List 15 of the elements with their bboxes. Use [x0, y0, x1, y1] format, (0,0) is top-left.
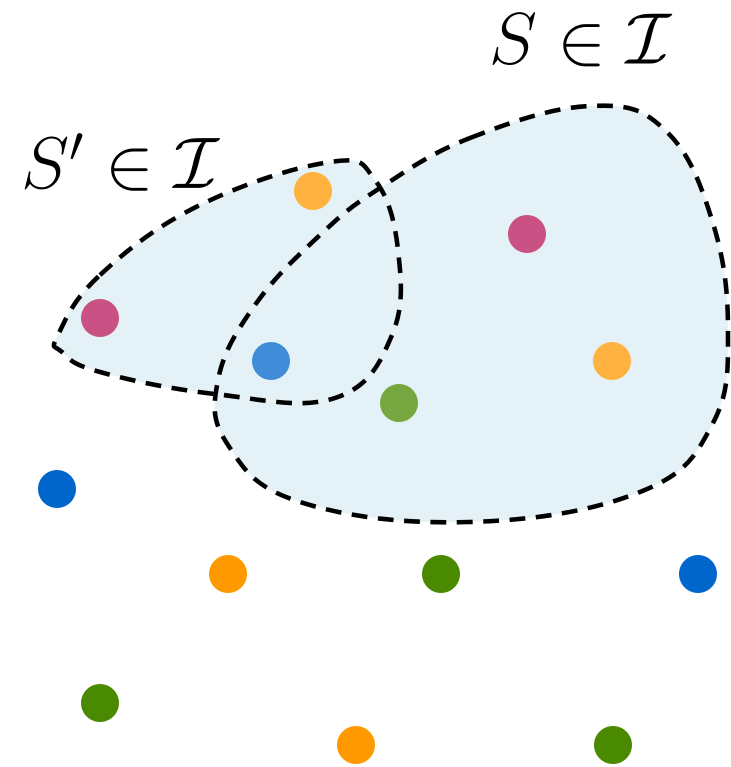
dot [294, 172, 332, 210]
dot [508, 215, 546, 253]
dot [337, 726, 375, 764]
dot [422, 555, 460, 594]
dot [252, 342, 290, 380]
node-label: $S \in \mathcal{I}$ [492, 12, 672, 66]
dot [209, 555, 247, 594]
dot [679, 555, 717, 594]
dot [81, 299, 120, 337]
dot [38, 470, 76, 508]
dot [594, 726, 632, 764]
dot [81, 684, 120, 722]
dot [593, 342, 631, 380]
dot [380, 384, 418, 422]
set-region: $S' \in \mathcal{I}$ [24, 133, 404, 406]
